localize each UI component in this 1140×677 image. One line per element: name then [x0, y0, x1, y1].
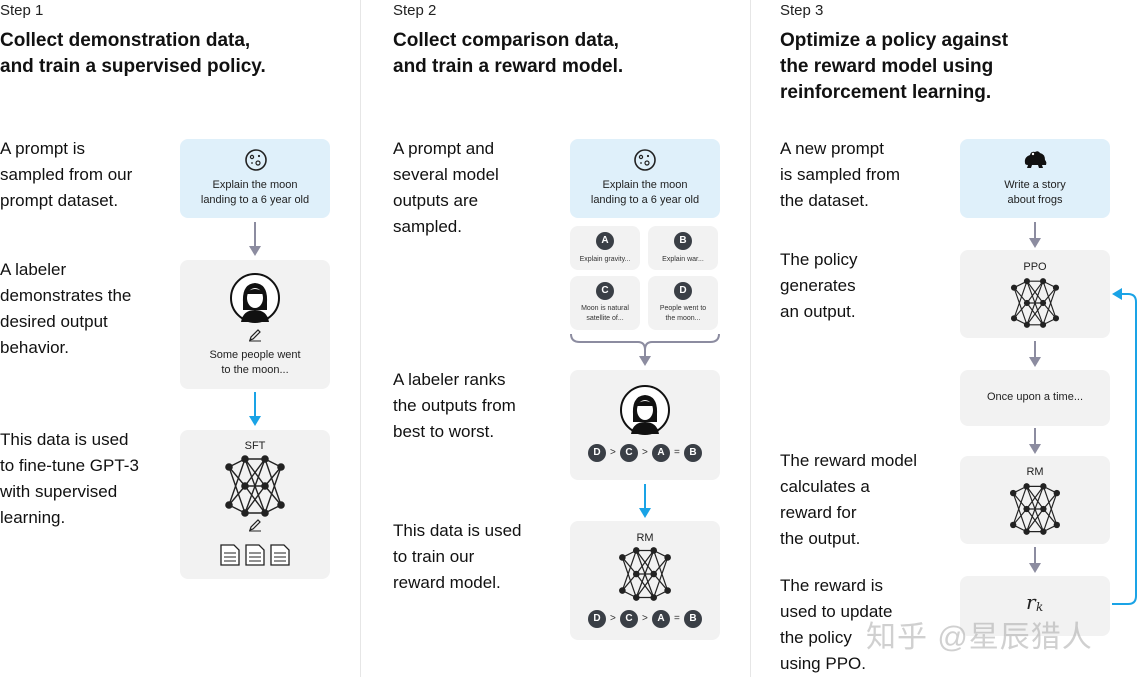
rank-operator: >: [642, 613, 648, 624]
arrow: [644, 348, 646, 356]
output-text: Explain gravity...: [579, 256, 631, 263]
step3-output-card: Once upon a time...: [960, 370, 1110, 426]
document-icon: [220, 544, 290, 566]
step1-demo-text: Some people went to the moon...: [209, 349, 301, 376]
step3-desc-prompt: A new prompt is sampled from the dataset…: [780, 139, 900, 210]
rank-letter: C: [620, 444, 638, 462]
output-card-a: A Explain gravity...: [570, 226, 640, 270]
neural-net-icon: [1010, 483, 1060, 535]
step3-rm-card: RM: [960, 456, 1110, 544]
ranking-row: D > C > A = B: [588, 610, 704, 628]
rank-operator: =: [674, 447, 680, 458]
output-text: People went to the moon...: [659, 305, 707, 322]
arrow: [254, 392, 256, 416]
step2-label: Step 2: [393, 2, 437, 19]
frog-icon: [1024, 151, 1047, 168]
output-letter-badge: B: [674, 232, 692, 250]
step3-ppo-card: PPO: [960, 250, 1110, 338]
neural-net-icon: [619, 547, 671, 601]
moon-icon: [634, 149, 656, 171]
column-divider: [360, 0, 361, 677]
arrow-head: [249, 246, 261, 256]
arrow: [1034, 547, 1036, 563]
ranking-row: D > C > A = B: [588, 444, 704, 462]
reward-symbol: r: [1026, 590, 1036, 614]
step1-labeler-card: Some people went to the moon...: [180, 260, 330, 389]
step3-prompt-text: Write a story about frogs: [1004, 179, 1066, 206]
output-letter-badge: C: [596, 282, 614, 300]
arrow-head: [1029, 563, 1041, 573]
labeler-avatar-icon: [230, 273, 280, 323]
step2-title: Collect comparison data, and train a rew…: [393, 30, 624, 77]
rank-letter: D: [588, 610, 606, 628]
step1-desc-labeler: A labeler demonstrates the desired outpu…: [0, 260, 132, 357]
step1-prompt-text: Explain the moon landing to a 6 year old: [200, 179, 310, 206]
step2-prompt-card: Explain the moon landing to a 6 year old: [570, 139, 720, 218]
rank-letter: B: [684, 444, 702, 462]
pencil-icon: [249, 329, 261, 342]
step3-desc-policy: The policy generates an output.: [780, 250, 858, 321]
rank-letter: B: [684, 610, 702, 628]
labeler-avatar-icon: [620, 385, 670, 435]
step2-rm-card: RM D > C > A = B: [570, 521, 720, 640]
arrow-head: [1029, 357, 1041, 367]
step3-prompt-card: Write a story about frogs: [960, 139, 1110, 218]
step1-label: Step 1: [0, 2, 44, 19]
rank-operator: >: [610, 447, 616, 458]
rm-label: RM: [636, 532, 654, 544]
rank-letter: A: [652, 444, 670, 462]
watermark: 知乎 @星辰猎人: [866, 621, 1093, 654]
arrow-head: [639, 356, 651, 366]
column-divider: [750, 0, 751, 677]
arrow: [1034, 222, 1036, 238]
neural-net-icon: [225, 455, 285, 517]
output-card-d: D People went to the moon...: [648, 276, 718, 330]
rank-letter: D: [588, 444, 606, 462]
arrow: [644, 484, 646, 508]
arrow-head: [1029, 444, 1041, 454]
moon-icon: [245, 149, 267, 171]
output-card-b: B Explain war...: [648, 226, 718, 270]
step3-reward-card: r k: [960, 576, 1110, 636]
arrow-head: [1029, 238, 1041, 248]
step1-sft-card: SFT: [180, 430, 330, 579]
step1-desc-prompt: A prompt is sampled from our prompt data…: [0, 139, 133, 210]
step2-labeler-card: D > C > A = B: [570, 370, 720, 480]
feedback-loop-arrow: [1112, 288, 1137, 605]
output-letter-badge: D: [674, 282, 692, 300]
output-text: Moon is natural satellite of...: [581, 305, 629, 322]
step1-desc-finetune: This data is used to fine-tune GPT-3 wit…: [0, 430, 139, 527]
rm-label: RM: [1026, 466, 1044, 478]
step2-desc-train: This data is used to train our reward mo…: [393, 521, 522, 592]
rank-operator: =: [674, 613, 680, 624]
output-card-c: C Moon is natural satellite of...: [570, 276, 640, 330]
step1-title: Collect demonstration data, and train a …: [0, 30, 266, 77]
output-text: Explain war...: [662, 256, 704, 263]
arrow-head: [639, 508, 651, 518]
reward-subscript: k: [1036, 600, 1044, 614]
rank-operator: >: [642, 447, 648, 458]
step3-desc-update: The reward is used to update the policy …: [780, 576, 893, 673]
sft-label: SFT: [244, 440, 266, 452]
arrow: [1034, 428, 1036, 444]
step3-desc-reward-model: The reward model calculates a reward for…: [780, 451, 918, 548]
step3-output-text: Once upon a time...: [987, 391, 1083, 403]
pencil-icon: [249, 519, 261, 532]
rank-letter: A: [652, 610, 670, 628]
arrow: [1034, 341, 1036, 357]
step2-prompt-text: Explain the moon landing to a 6 year old: [590, 179, 700, 206]
arrow-head: [249, 416, 261, 426]
ppo-label: PPO: [1023, 261, 1047, 273]
rank-operator: >: [610, 613, 616, 624]
arrow: [254, 222, 256, 246]
rank-letter: C: [620, 610, 638, 628]
step2-desc-rank: A labeler ranks the outputs from best to…: [393, 370, 516, 441]
step3-label: Step 3: [780, 2, 824, 19]
neural-net-icon: [1010, 278, 1060, 328]
step3-title: Optimize a policy against the reward mod…: [780, 30, 1009, 103]
step1-prompt-card: Explain the moon landing to a 6 year old: [180, 139, 330, 218]
step2-desc-sample: A prompt and several model outputs are s…: [393, 139, 499, 236]
output-letter-badge: A: [596, 232, 614, 250]
